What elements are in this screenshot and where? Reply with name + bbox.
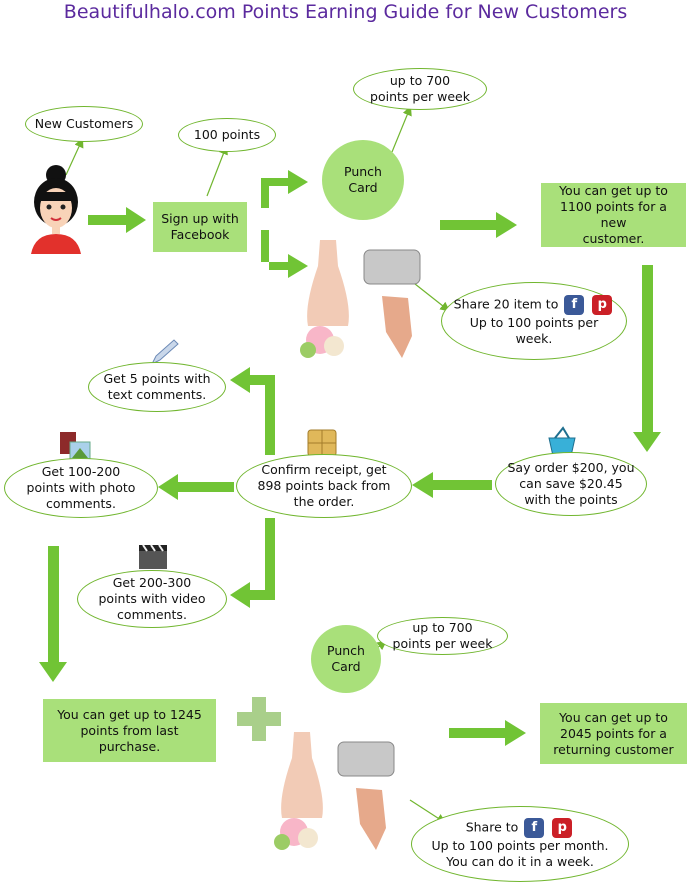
- flow-arrow: [39, 546, 67, 682]
- flow-arrow: [449, 720, 526, 746]
- share-monthly-label: Up to 100 points per month. You can do i…: [431, 838, 609, 869]
- new-customers-bubble: New Customers: [25, 106, 143, 142]
- get-5-label: Get 5 points with text comments.: [103, 371, 211, 402]
- up-to-700-label: up to 700 points per week: [370, 73, 470, 104]
- customer-avatar: [31, 165, 81, 254]
- pointer-line: [65, 137, 84, 176]
- flow-arrow: [412, 472, 492, 498]
- get-200-300-label: Get 200-300 points with video comments.: [98, 575, 206, 622]
- say-order-bubble: Say order $200, you can save $20.45 with…: [495, 452, 647, 516]
- get-1100-label: You can get up to 1100 points for a new …: [559, 183, 668, 246]
- share-20-bubble: Share 20 item to f p Up to 100 points pe…: [441, 282, 627, 360]
- flow-arrow: [230, 367, 275, 455]
- photo-icon: [60, 432, 91, 461]
- facebook-icon[interactable]: f: [524, 818, 545, 838]
- get-1245-label: You can get up to 1245 points from last …: [57, 706, 202, 754]
- pointer-line: [409, 279, 450, 312]
- page-title: Beautifulhalo.com Points Earning Guide f…: [63, 1, 628, 23]
- up-to-700-label-2: up to 700 points per week: [392, 620, 493, 651]
- punch-card-circle-2: Punch Card: [311, 625, 381, 693]
- pointer-line: [206, 144, 228, 197]
- pinterest-icon[interactable]: p: [552, 818, 573, 838]
- flow-arrow: [440, 212, 517, 238]
- new-customers-label: New Customers: [34, 116, 134, 131]
- 100-points-bubble: 100 points: [178, 118, 276, 152]
- say-order-label: Say order $200, you can save $20.45 with…: [507, 460, 635, 507]
- pointer-line: [391, 105, 412, 153]
- flow-arrow: [230, 518, 275, 608]
- get-100-200-label: Get 100-200 points with photo comments.: [26, 464, 136, 511]
- share-monthly-bubble: Share to f p Up to 100 points per month.…: [411, 806, 629, 882]
- punch-card-label: Punch Card: [344, 164, 382, 195]
- fashion-products-image: [300, 240, 421, 358]
- get-1245-box: You can get up to 1245 points from last …: [43, 699, 216, 762]
- get-100-200-bubble: Get 100-200 points with photo comments.: [4, 458, 158, 518]
- get-1100-box: You can get up to 1100 points for a new …: [541, 183, 686, 247]
- pinterest-icon[interactable]: p: [592, 295, 613, 315]
- get-2045-box: You can get up to 2045 points for a retu…: [540, 703, 687, 764]
- pencil-icon: [150, 339, 179, 366]
- get-200-300-bubble: Get 200-300 points with video comments.: [77, 570, 227, 628]
- 100-points-label: 100 points: [193, 127, 261, 142]
- up-to-700-bubble-2: up to 700 points per week: [377, 617, 508, 655]
- flow-arrow: [633, 265, 661, 452]
- fashion-products-image-2: [274, 732, 395, 850]
- flow-arrow: [88, 207, 146, 233]
- punch-card-label-2: Punch Card: [327, 643, 365, 674]
- signup-label: Sign up with Facebook: [161, 211, 239, 242]
- video-clapper-icon: [139, 544, 167, 569]
- flow-arrow: [158, 474, 234, 500]
- share-20-label: Share 20 item to: [453, 296, 559, 312]
- punch-card-circle: Punch Card: [322, 140, 404, 220]
- confirm-receipt-bubble: Confirm receipt, get 898 points back fro…: [236, 454, 412, 518]
- signup-facebook-box: Sign up with Facebook: [153, 202, 247, 252]
- flow-arrow: [261, 230, 308, 278]
- flow-arrow: [261, 170, 308, 208]
- facebook-icon[interactable]: f: [564, 295, 585, 315]
- get-5-bubble: Get 5 points with text comments.: [88, 362, 226, 412]
- get-2045-label: You can get up to 2045 points for a retu…: [553, 709, 674, 757]
- up-to-700-bubble: up to 700 points per week: [353, 68, 487, 110]
- share-20-weekly-label: Up to 100 points per week.: [469, 315, 599, 346]
- share-to-label: Share to: [465, 819, 519, 835]
- confirm-receipt-label: Confirm receipt, get 898 points back fro…: [257, 462, 391, 509]
